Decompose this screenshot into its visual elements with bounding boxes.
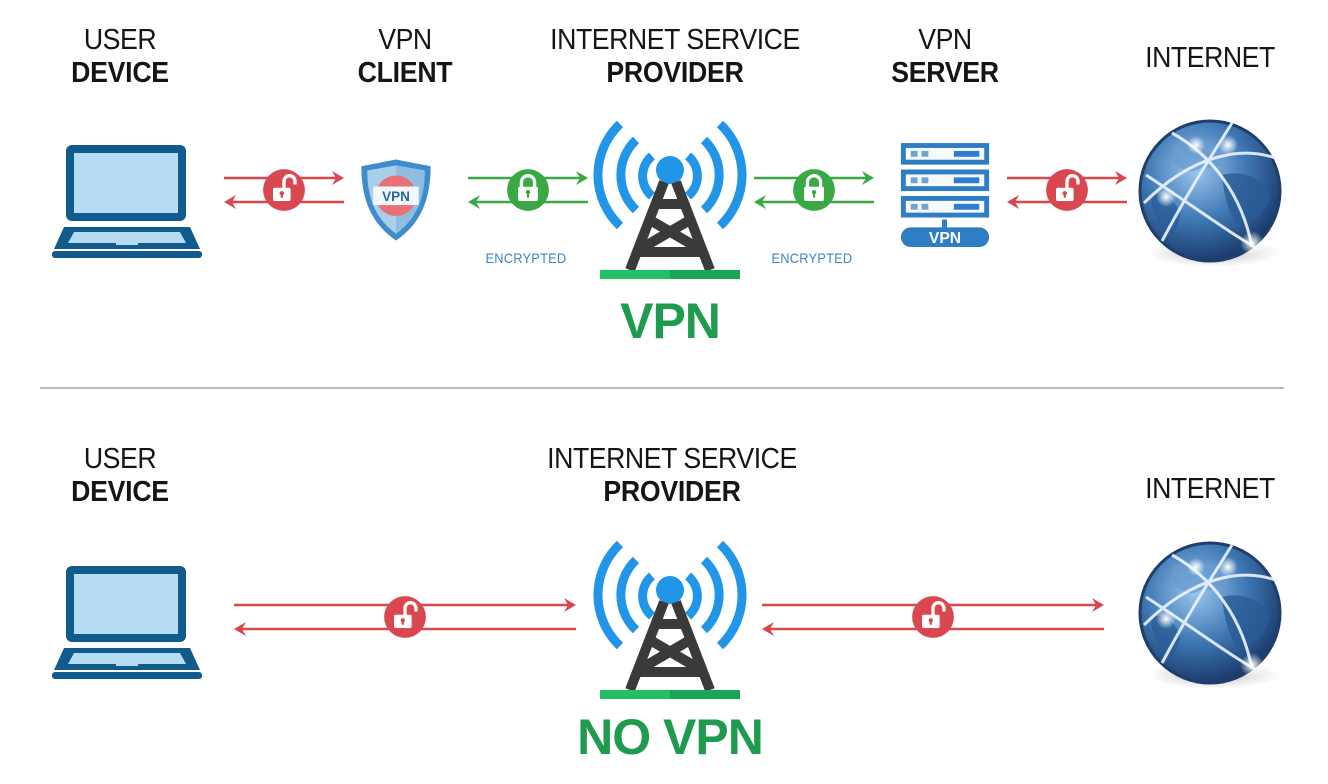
label-line1: VPN bbox=[378, 24, 432, 56]
section-divider bbox=[40, 387, 1284, 389]
lock-closed-icon bbox=[792, 168, 836, 212]
node-label-internet: INTERNET bbox=[1125, 473, 1295, 506]
node-label-user-device: USER DEVICE bbox=[40, 24, 200, 91]
arrow-left-head bbox=[224, 195, 236, 209]
link-server-internet bbox=[1007, 168, 1127, 212]
link-isp-server bbox=[754, 168, 874, 212]
link-device-client bbox=[224, 168, 344, 212]
arrow-right-head bbox=[564, 598, 576, 612]
node-label-vpn-server: VPN SERVER bbox=[865, 24, 1025, 91]
label-line2: DEVICE bbox=[71, 476, 169, 509]
lock-open-icon bbox=[911, 595, 955, 639]
label-line1: USER bbox=[83, 443, 157, 475]
lock-open-icon bbox=[383, 595, 427, 639]
label-line2: DEVICE bbox=[71, 57, 169, 90]
cell-tower-icon bbox=[590, 532, 750, 702]
lock-open-icon bbox=[262, 168, 306, 212]
link-device-isp bbox=[234, 595, 576, 639]
arrow-right-head bbox=[862, 171, 874, 185]
no-vpn-title: NO VPN bbox=[577, 709, 764, 765]
arrow-right-head bbox=[332, 171, 344, 185]
link-client-isp bbox=[468, 168, 588, 212]
lock-closed-icon bbox=[506, 168, 550, 212]
node-label-isp: INTERNET SERVICE PROVIDER bbox=[517, 443, 827, 510]
lock-open-icon bbox=[1045, 168, 1089, 212]
label-line2: PROVIDER bbox=[603, 476, 741, 509]
link-isp-internet bbox=[762, 595, 1104, 639]
arrow-right-head bbox=[1115, 171, 1127, 185]
label-line1: INTERNET SERVICE bbox=[547, 443, 797, 475]
vpn-title: VPN bbox=[620, 293, 721, 349]
label-line1: VPN bbox=[918, 24, 972, 56]
arrow-left-head bbox=[762, 622, 774, 636]
vpn-shield-icon bbox=[358, 152, 434, 248]
globe-icon bbox=[1132, 537, 1292, 697]
cell-tower-icon bbox=[590, 112, 750, 282]
node-label-isp: INTERNET SERVICE PROVIDER bbox=[520, 24, 830, 91]
label-line1: INTERNET SERVICE bbox=[550, 24, 800, 56]
server-icon bbox=[897, 140, 995, 250]
arrow-left-head bbox=[468, 195, 480, 209]
arrow-left-head bbox=[234, 622, 246, 636]
encrypted-label: ENCRYPTED bbox=[771, 250, 853, 266]
label-line1: INTERNET bbox=[1145, 42, 1275, 74]
arrow-left-head bbox=[1007, 195, 1019, 209]
globe-icon bbox=[1132, 115, 1292, 275]
node-label-internet: INTERNET bbox=[1125, 42, 1295, 75]
arrow-right-head bbox=[1092, 598, 1104, 612]
label-line2: CLIENT bbox=[357, 57, 453, 90]
label-line2: PROVIDER bbox=[606, 57, 744, 90]
encrypted-label: ENCRYPTED bbox=[485, 250, 567, 266]
label-line2: SERVER bbox=[891, 57, 999, 90]
label-line1: INTERNET bbox=[1145, 473, 1275, 505]
arrow-left-head bbox=[754, 195, 766, 209]
node-label-vpn-client: VPN CLIENT bbox=[325, 24, 485, 91]
label-line1: USER bbox=[83, 24, 157, 56]
node-label-user-device: USER DEVICE bbox=[40, 443, 200, 510]
laptop-icon bbox=[52, 143, 202, 259]
arrow-right-head bbox=[576, 171, 588, 185]
laptop-icon bbox=[52, 564, 202, 680]
